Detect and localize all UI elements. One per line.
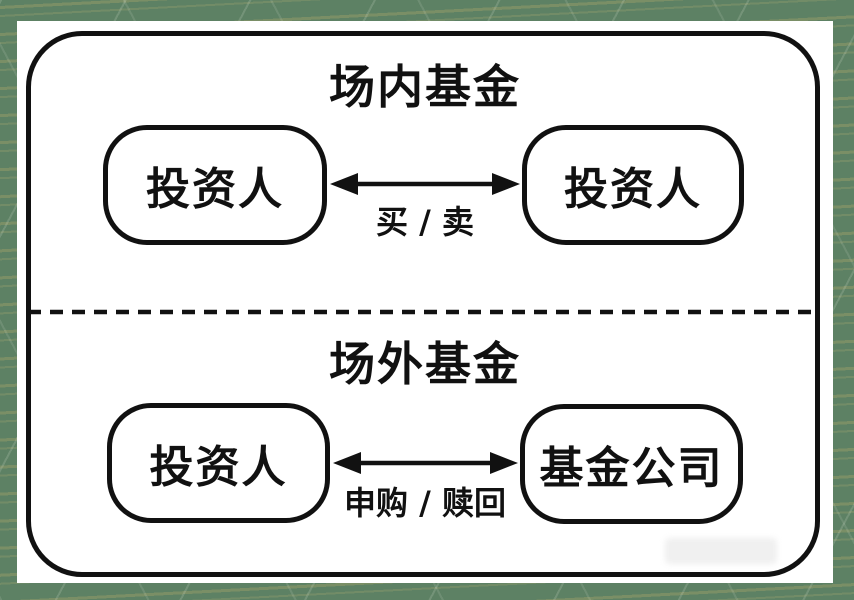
section-title-off-exchange: 场外基金	[329, 337, 521, 391]
node-investor-top-left: 投资人	[103, 125, 327, 245]
bidirectional-arrow-icon	[330, 173, 520, 195]
section-title-on-exchange: 场内基金	[329, 60, 521, 114]
dashed-divider	[28, 309, 818, 315]
outer-frame-border	[26, 31, 820, 577]
bidirectional-arrow-icon	[333, 452, 518, 474]
node-investor-top-right: 投资人	[522, 125, 744, 245]
diagram-card: 场内基金 投资人 投资人 买 / 卖 场外基金 投资人 基金公司 申购 / 赎回	[17, 21, 833, 583]
node-investor-bottom-left: 投资人	[107, 403, 330, 523]
node-fund-company: 基金公司	[520, 404, 743, 524]
arrow-label-subscribe-redeem: 申购 / 赎回	[344, 484, 506, 522]
arrow-label-buy-sell: 买 / 卖	[376, 203, 474, 241]
faint-watermark	[665, 538, 777, 564]
